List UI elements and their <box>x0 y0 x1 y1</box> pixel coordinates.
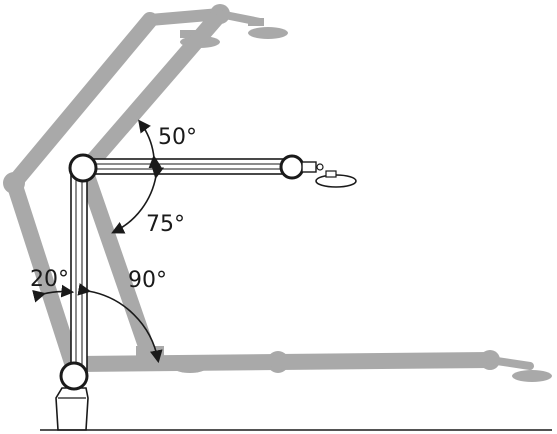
arc-upper-arm-fold <box>111 165 165 234</box>
label-base-swing: 90° <box>128 268 167 293</box>
lower-arm <box>70 167 88 375</box>
arc-base-swing <box>77 283 163 364</box>
ghost-arm-tilted-left <box>3 8 226 380</box>
upper-arm <box>83 158 293 175</box>
angle-labels: 50° 75° 20° 90° <box>30 125 197 293</box>
lamp-main <box>40 153 552 431</box>
label-upper-arm-raise: 50° <box>158 125 197 150</box>
base-pivot-joint <box>59 361 89 391</box>
elbow-joint <box>68 153 98 183</box>
arc-base-tilt <box>32 284 75 303</box>
ghost-arm-raised <box>77 4 288 178</box>
arc-upper-arm-raise <box>138 119 162 169</box>
label-upper-arm-fold: 75° <box>146 212 185 237</box>
ghost-arm-horizontal <box>70 350 552 382</box>
lamp-head <box>279 154 357 188</box>
angle-indicators <box>32 119 165 364</box>
lamp-base <box>55 387 89 431</box>
label-base-tilt: 20° <box>30 267 69 292</box>
